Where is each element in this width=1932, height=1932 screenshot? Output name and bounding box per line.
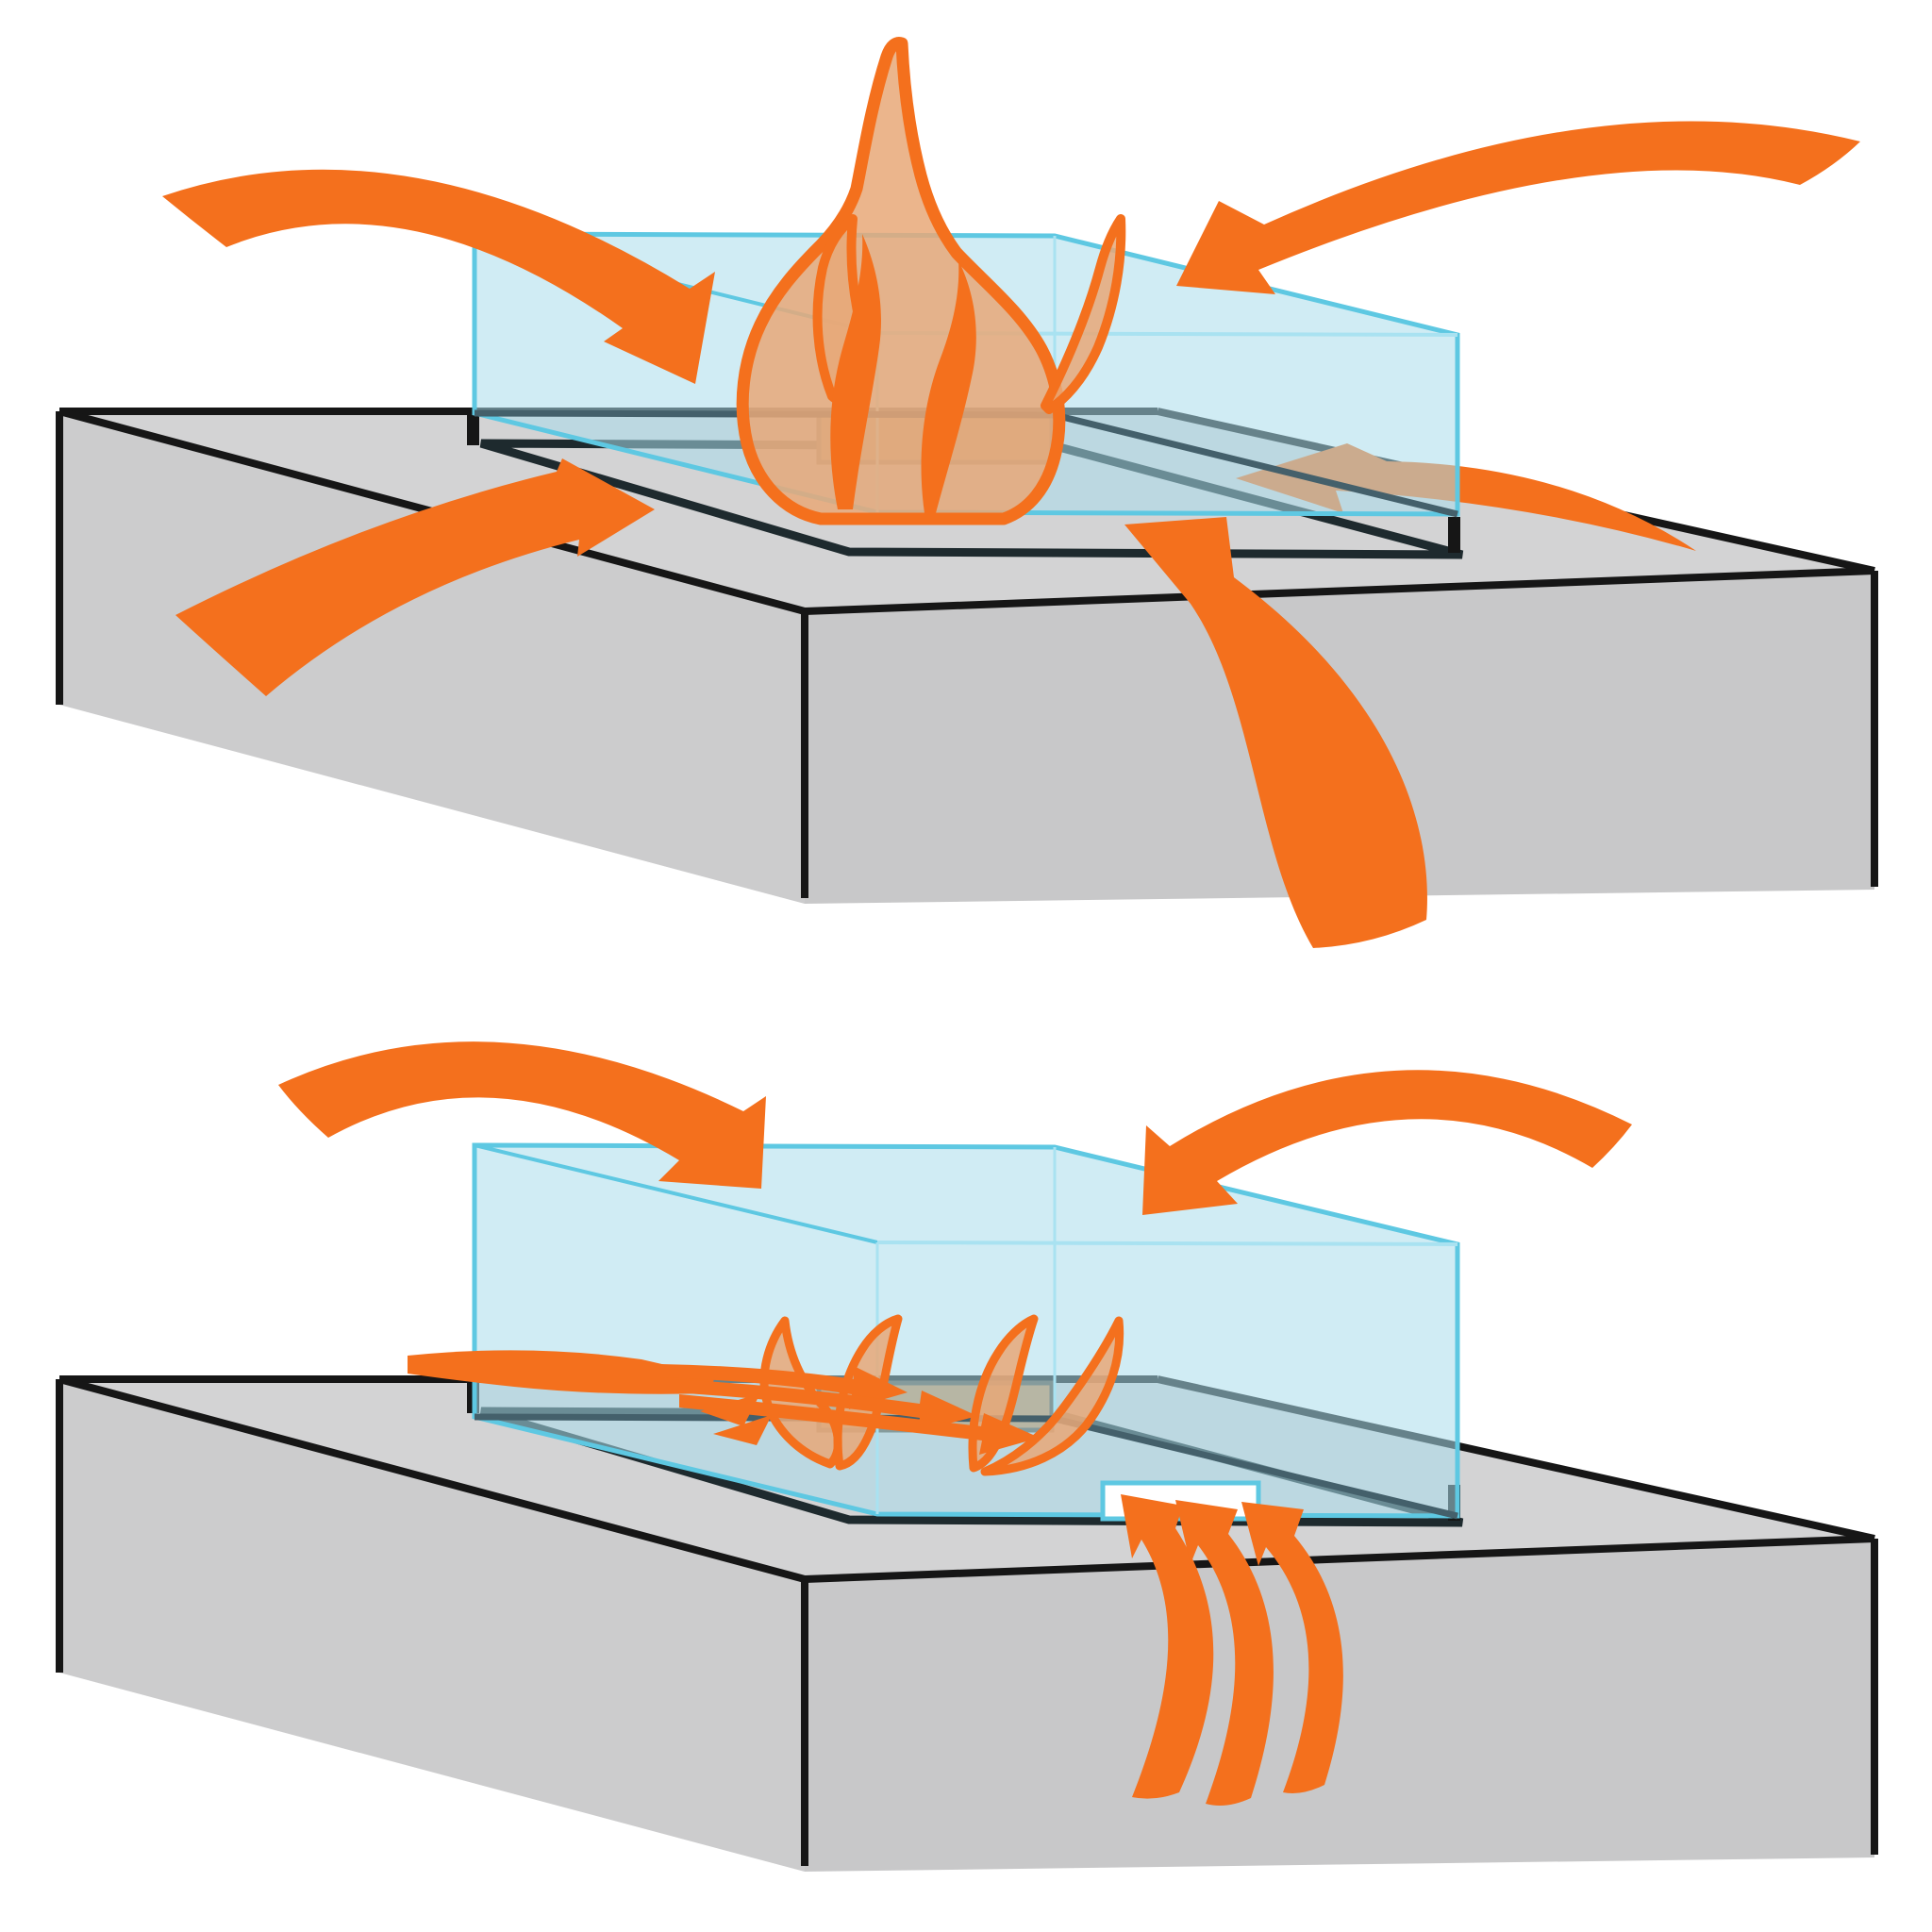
slab-front-right-edge [804, 567, 1875, 615]
airflow-arrows-bottom-panel [278, 1041, 1632, 1806]
glass-foot-left [467, 410, 479, 445]
vent-jet-arrow-3 [1241, 1502, 1343, 1793]
glass-right-bottom-edge [1054, 411, 1458, 518]
airflow-arc-arrow-left [162, 169, 715, 384]
glass-top-left-edge [474, 1143, 878, 1244]
glass-right-bottom-edge [1054, 1415, 1458, 1520]
panel-bottom [56, 1041, 1878, 1872]
flame-inner-tongue-1 [830, 234, 881, 509]
flame-tall [736, 37, 1126, 525]
vent-jet-arrow-1 [1121, 1494, 1214, 1799]
flame-inner-tongue-2 [921, 260, 976, 513]
panel-top [56, 37, 1878, 948]
blown-flame-fragment-2 [713, 1415, 772, 1445]
slab-front-face [59, 1379, 805, 1872]
glass-enclosure [472, 1142, 1460, 1522]
flame-side-tongue-right [1041, 214, 1126, 414]
flame-body [736, 37, 1066, 525]
airflow-arc-arrow-right [1176, 121, 1860, 294]
airflow-arc-arrow-left [278, 1041, 766, 1189]
airflow-arrow-lower-left [175, 458, 655, 696]
slab-front-left-edge [58, 1375, 807, 1583]
wind-streak-arrow-3 [679, 1394, 1040, 1455]
airflow-arc-arrow-right [1142, 1070, 1632, 1215]
slab-front-right-edge [804, 1535, 1875, 1583]
glass-foot-right [1448, 517, 1460, 553]
flame-petal-right-outer [980, 1316, 1124, 1476]
glass-front-top-edge [876, 1241, 1458, 1246]
slab-front-face [59, 411, 805, 904]
wind-streak-arrow-1 [660, 1364, 908, 1409]
airflow-arrow-bottom-sweep [1124, 517, 1427, 948]
airflow-arrows-top-panel [162, 121, 1860, 948]
blown-flame-fragment-1 [700, 1393, 760, 1426]
side-wind-band [408, 1350, 715, 1394]
vent-jet-arrow-2 [1175, 1500, 1274, 1806]
wind-streak-arrow-2 [672, 1379, 977, 1432]
